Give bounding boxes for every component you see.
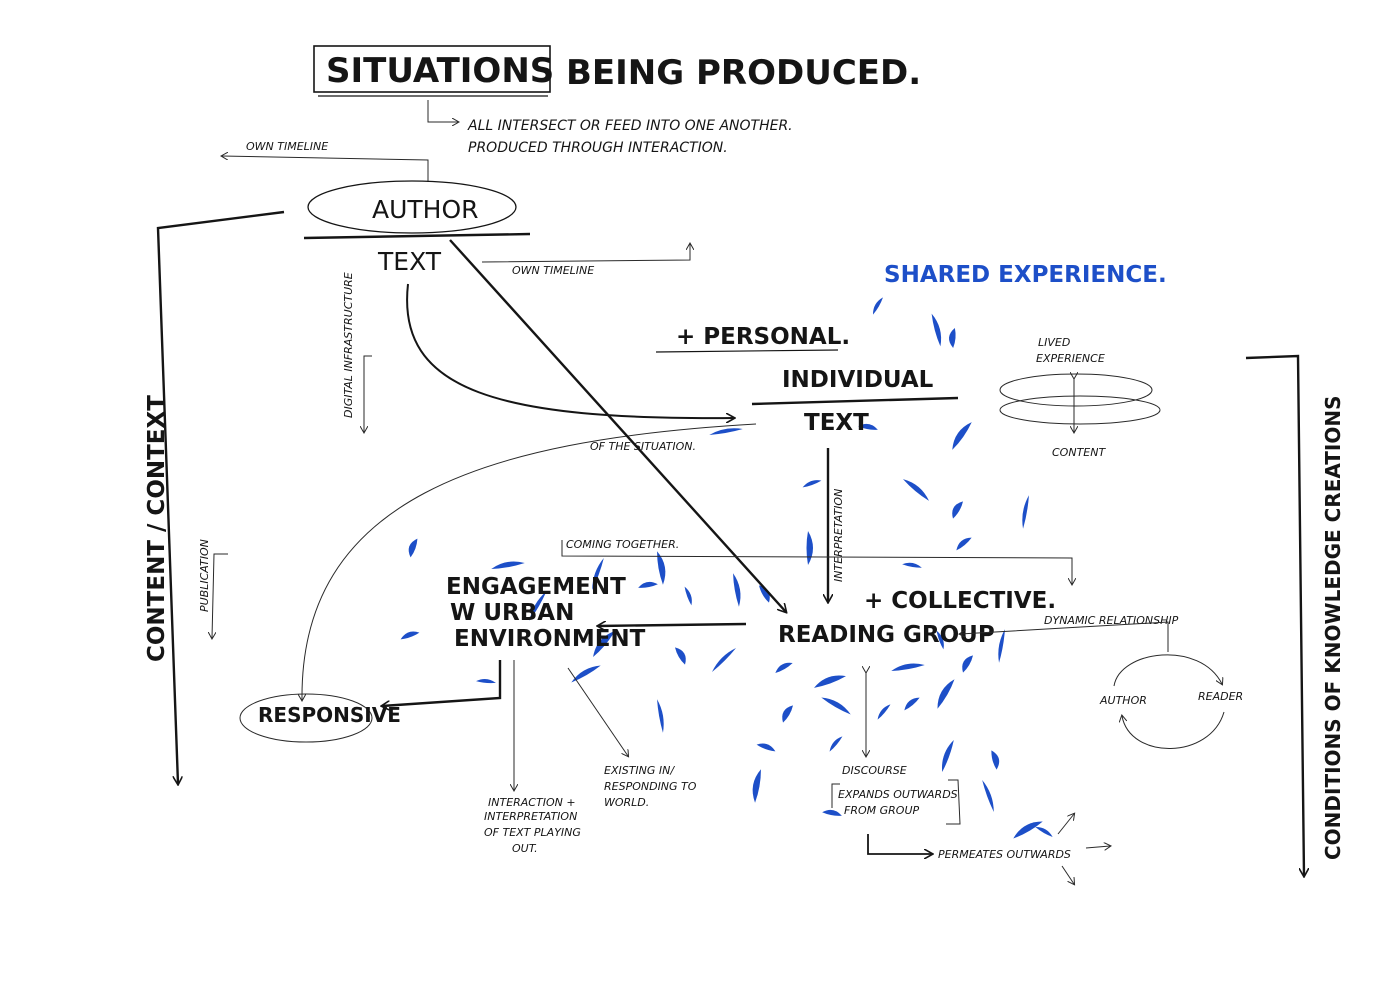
interpretation-label: INTERPRETATION: [832, 489, 845, 582]
collective-label: + COLLECTIVE.: [864, 588, 1056, 614]
blue-brush-mark: [877, 704, 891, 720]
blue-brush-mark: [684, 586, 692, 606]
author-ellipse: [307, 180, 517, 234]
reading-group-label: READING GROUP: [778, 622, 995, 648]
blue-brush-mark: [529, 591, 547, 621]
blue-brush-mark: [941, 740, 954, 772]
blue-brush-mark: [775, 662, 793, 673]
existing-label-1: EXISTING IN/: [604, 764, 675, 777]
blue-brush-mark: [821, 697, 851, 715]
blue-brush-mark: [657, 551, 666, 585]
author-small-label: AUTHOR: [1099, 694, 1147, 707]
blue-brush-mark: [902, 479, 930, 501]
blue-brush-marks: [400, 297, 1053, 839]
responsive-ellipse: [239, 693, 373, 743]
title-box: [313, 45, 551, 93]
conditions-label: CONDITIONS OF KNOWLEDGE CREATIONS: [1321, 395, 1345, 860]
blue-brush-mark: [802, 480, 822, 488]
shared-experience-title: SHARED EXPERIENCE.: [884, 262, 1167, 288]
individual-label: INDIVIDUAL: [782, 367, 934, 393]
expands-label-1: EXPANDS OUTWARDS: [838, 788, 958, 801]
blue-brush-mark: [858, 423, 878, 430]
blue-brush-mark: [491, 561, 525, 569]
discourse-label: DISCOURSE: [842, 764, 907, 777]
interaction-label-2: INTERPRETATION: [484, 810, 577, 823]
reader-small-label: READER: [1198, 690, 1243, 703]
blue-brush-mark: [1035, 826, 1053, 837]
publication-label: PUBLICATION: [198, 539, 211, 612]
blue-brush-mark: [733, 573, 741, 607]
blue-brush-mark: [902, 562, 922, 568]
blue-brush-mark: [400, 631, 420, 640]
blue-brush-mark: [592, 558, 604, 590]
engagement-label-1: ENGAGEMENT: [446, 574, 626, 600]
responsive-label: RESPONSIVE: [258, 703, 401, 727]
content-context-label: CONTENT / CONTEXT: [144, 395, 170, 662]
blue-brush-mark: [952, 422, 972, 450]
blue-brush-mark: [991, 750, 1000, 770]
text-to-reading-group-arrow: [449, 239, 786, 612]
blue-brush-mark: [822, 809, 842, 816]
subtitle-line-2: PRODUCED THROUGH INTERACTION.: [468, 140, 728, 156]
own-timeline-top-label: OWN TIMELINE: [246, 140, 328, 153]
blue-brush-mark: [752, 769, 761, 803]
permeates-label: PERMEATES OUTWARDS: [938, 848, 1071, 861]
blue-brush-mark: [571, 665, 601, 683]
author-text-divider: [303, 232, 531, 240]
blue-brush-mark: [998, 629, 1005, 663]
blue-brush-mark: [711, 647, 737, 673]
blue-brush-mark: [593, 630, 615, 658]
blue-brush-mark: [936, 630, 944, 650]
blue-brush-mark: [759, 585, 770, 603]
text-mid-label: TEXT: [804, 410, 869, 436]
existing-label-2: RESPONDING TO: [604, 780, 697, 793]
blue-brush-mark: [814, 675, 846, 688]
interaction-label-1: INTERACTION +: [488, 796, 576, 809]
blue-brush-mark: [949, 328, 956, 348]
lived-experience-label-2: EXPERIENCE: [1036, 352, 1105, 365]
coming-together-label: COMING TOGETHER.: [566, 538, 679, 551]
author-label: AUTHOR: [372, 195, 479, 224]
blue-brush-mark: [904, 697, 920, 711]
blue-brush-mark: [806, 531, 813, 565]
title-boxed-word: SITUATIONS: [326, 51, 554, 91]
blue-brush-mark: [782, 705, 793, 723]
digital-infrastructure-label: DIGITAL INFRASTRUCTURE: [342, 272, 355, 418]
engagement-label-2: W URBAN: [450, 600, 574, 626]
existing-label-3: WORLD.: [604, 796, 649, 809]
content-small-label: CONTENT: [1052, 446, 1106, 459]
blue-brush-mark: [756, 743, 776, 752]
blue-brush-mark: [675, 647, 686, 665]
blue-brush-mark: [1013, 821, 1043, 839]
blue-brush-mark: [476, 678, 496, 684]
blue-brush-mark: [931, 313, 942, 347]
lived-experience-label-1: LIVED: [1038, 336, 1070, 349]
individual-text-divider: [751, 396, 959, 406]
blue-brush-mark: [709, 428, 743, 435]
blue-brush-mark: [956, 537, 972, 551]
expands-label-2: FROM GROUP: [844, 804, 919, 817]
blue-brush-mark: [408, 538, 418, 558]
blue-brush-mark: [872, 297, 883, 315]
own-timeline-mid-label: OWN TIMELINE: [512, 264, 594, 277]
blue-brush-mark: [657, 699, 664, 733]
blue-brush-mark: [638, 581, 658, 588]
blue-brush-mark: [829, 736, 843, 752]
interaction-label-3: OF TEXT PLAYING: [484, 826, 581, 839]
blue-brush-mark: [982, 780, 994, 812]
blue-brush-mark: [952, 501, 963, 519]
blue-brush-mark: [1022, 495, 1029, 529]
reading-group-to-engagement-arrow: [598, 624, 747, 626]
engagement-label-3: ENVIRONMENT: [454, 626, 646, 652]
blue-brush-mark: [962, 655, 973, 673]
blue-brush-mark: [891, 663, 925, 671]
blue-brush-mark: [937, 679, 955, 709]
text-top-label: TEXT: [377, 247, 442, 276]
interaction-label-4: OUT.: [512, 842, 538, 855]
of-the-situation-label: OF THE SITUATION.: [590, 440, 696, 453]
title-rest: BEING PRODUCED.: [566, 53, 921, 93]
personal-label: + PERSONAL.: [676, 324, 850, 350]
subtitle-line-1: ALL INTERSECT OR FEED INTO ONE ANOTHER.: [467, 118, 793, 134]
